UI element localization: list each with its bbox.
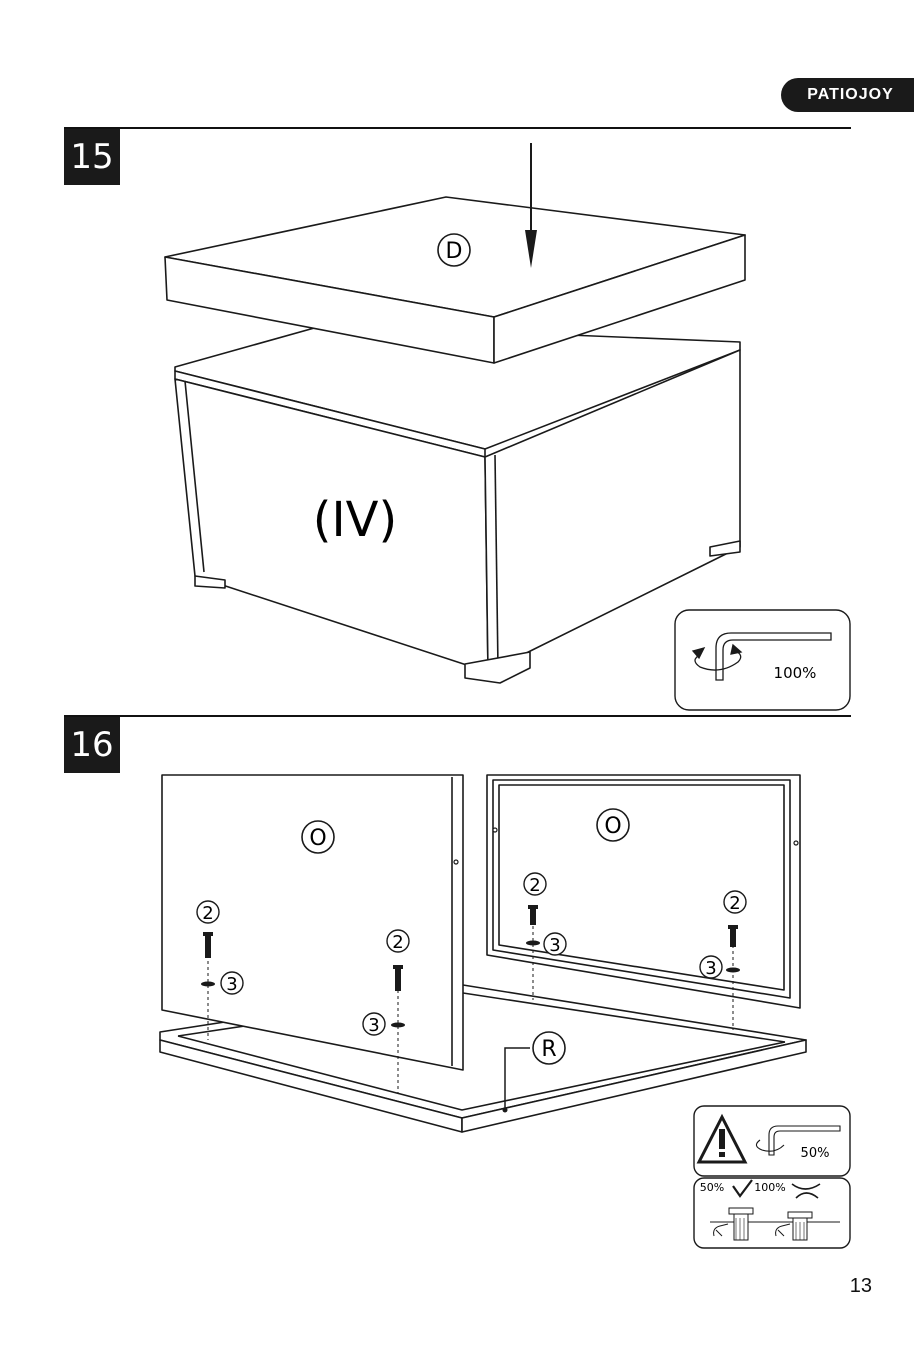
right-panel-label: O: [604, 814, 621, 839]
left-panel-label: O: [309, 826, 326, 851]
washer-label: 3: [705, 958, 716, 979]
top-panel-label: D: [446, 239, 463, 264]
step-16-illustration: O O R 2 2 2 2 3 3 3 3 50% 50% 100%: [0, 715, 914, 1315]
tightening-guide-box: 50% 100%: [694, 1178, 850, 1248]
hex-key-tool-box: 100%: [675, 610, 850, 710]
tool-tightness: 100%: [774, 664, 817, 682]
washer-label: 3: [549, 935, 560, 956]
guide-left-label: 50%: [700, 1181, 724, 1194]
screw-label: 2: [202, 903, 213, 924]
screw-label: 2: [729, 893, 740, 914]
warning-tightness: 50%: [801, 1146, 830, 1161]
screw-label: 2: [529, 875, 540, 896]
screw-label: 2: [392, 932, 403, 953]
washer-label: 3: [368, 1015, 379, 1036]
page-number: 13: [850, 1275, 872, 1298]
step-15-illustration: D (IV) 100%: [0, 0, 914, 715]
guide-right-label: 100%: [754, 1181, 785, 1194]
warning-box: 50%: [694, 1106, 850, 1176]
cabinet-label: (IV): [313, 492, 397, 548]
washer-label: 3: [226, 974, 237, 995]
frame-label: R: [541, 1037, 556, 1062]
